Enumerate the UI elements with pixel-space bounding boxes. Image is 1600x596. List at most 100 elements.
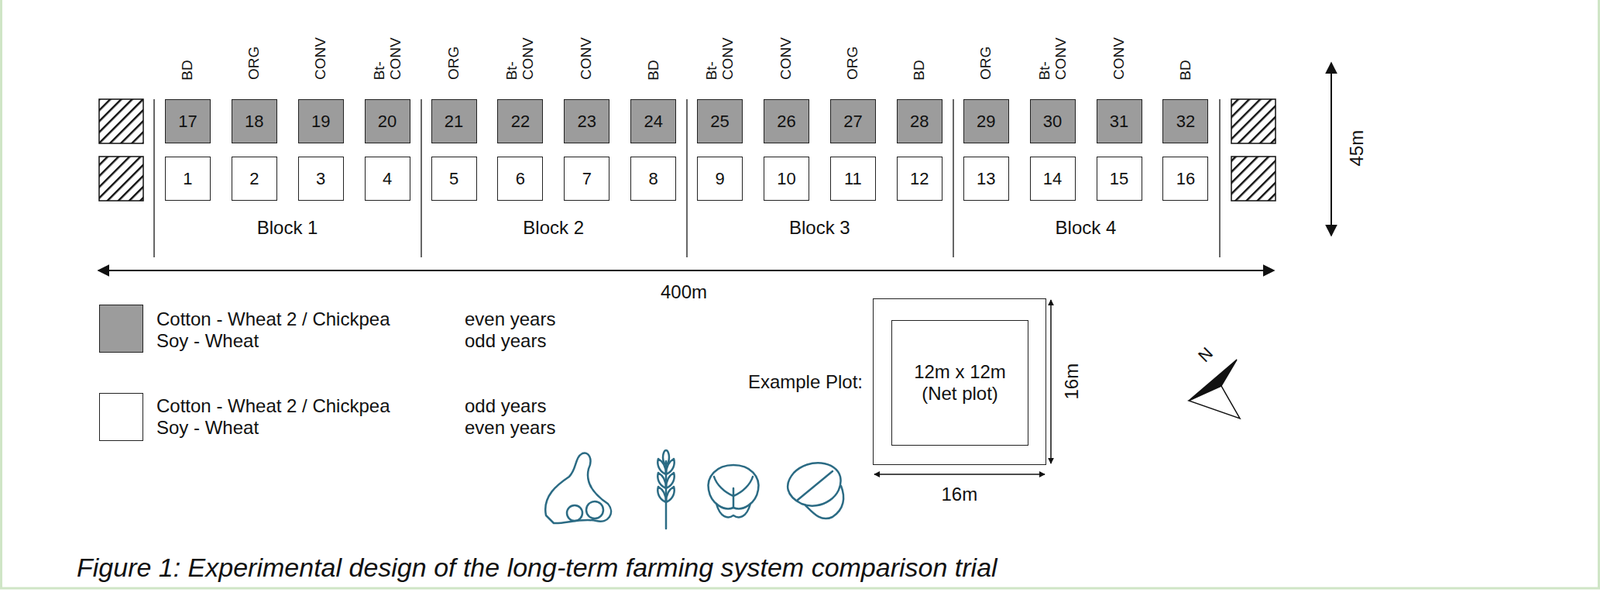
treatment-label: Bt- CONV [1036, 37, 1069, 80]
border-plot [1231, 99, 1276, 144]
leaf-icon [797, 470, 833, 500]
plot-number: 4 [382, 168, 392, 189]
treatment-label: CONV [778, 37, 795, 80]
plot-number: 31 [1109, 111, 1129, 131]
plot-number: 19 [311, 111, 330, 131]
plot-number: 21 [444, 111, 464, 131]
legend-years: even years [464, 309, 556, 330]
plot-number: 11 [844, 168, 862, 189]
plot-box: 2 [231, 156, 278, 201]
plot-number: 20 [377, 111, 397, 131]
border-plot [99, 156, 144, 201]
legend-swatch [99, 304, 144, 329]
plot-box: 24 [630, 99, 677, 144]
treatment-label: ORG [978, 46, 995, 80]
example-plot: 12m x 12m (Net plot)Example Plot: [872, 298, 1047, 465]
soy-icon [586, 501, 604, 519]
plot-number: 30 [1043, 111, 1062, 131]
dimension-arrow [874, 473, 1045, 475]
leaf-icon [805, 485, 844, 519]
dimension-label: 45m [1346, 130, 1367, 167]
plot-number: 5 [449, 168, 459, 189]
dimension-label: 400m [660, 281, 708, 303]
plot-box: 27 [830, 99, 876, 144]
plot-box: 14 [1030, 156, 1076, 201]
plot-number: 29 [976, 111, 996, 131]
plot-box: 5 [431, 156, 478, 201]
plot-box: 15 [1096, 156, 1143, 201]
plot-number: 23 [577, 111, 597, 131]
plot-number: 26 [776, 111, 796, 131]
plot-number: 22 [511, 111, 530, 131]
plot-box: 16 [1162, 156, 1209, 201]
plot-number: 10 [776, 168, 796, 189]
plot-number: 17 [178, 111, 197, 131]
plot-number: 8 [648, 168, 659, 189]
treatment-label: CONV [312, 37, 330, 80]
net-plot: 12m x 12m (Net plot) [891, 319, 1029, 446]
dimension-label: 16m [941, 484, 979, 505]
figure-caption: Figure 1: Experimental design of the lon… [76, 552, 998, 583]
legend-years: even years [464, 417, 556, 438]
cotton-icon [714, 476, 753, 508]
border-plot [1231, 156, 1276, 201]
treatment-label: BD [179, 59, 196, 80]
plot-box: 18 [231, 99, 278, 144]
crop-icons [545, 449, 844, 529]
plot-number: 14 [1043, 168, 1062, 189]
treatment-label: BD [645, 59, 662, 80]
plot-box: 23 [563, 99, 610, 144]
plot-box: 30 [1030, 99, 1076, 144]
soy-icon [545, 452, 612, 523]
block-separator [420, 99, 423, 258]
plot-box: 4 [364, 156, 411, 201]
treatment-label: CONV [1111, 37, 1128, 80]
legend-text: Soy - Wheat [156, 329, 259, 352]
plot-number: 7 [582, 168, 592, 189]
plot-box: 19 [298, 99, 344, 144]
plot-box: 6 [497, 156, 543, 201]
plot-box: 8 [630, 156, 677, 201]
border-plot [99, 99, 144, 144]
plot-number: 1 [182, 168, 193, 189]
treatment-label: ORG [446, 46, 463, 80]
north-arrow [1188, 385, 1240, 419]
plot-box: 1 [164, 156, 211, 201]
plot-number: 18 [244, 111, 264, 131]
plot-number: 15 [1109, 168, 1129, 189]
treatment-label: Bt- CONV [703, 37, 737, 80]
plot-number: 3 [315, 168, 326, 189]
plot-box: 31 [1096, 99, 1143, 144]
plot-box: 32 [1162, 99, 1209, 144]
block-label: Block 4 [1055, 217, 1117, 238]
plot-box: 21 [431, 99, 478, 144]
legend-text: Cotton - Wheat 2 / Chickpea [156, 308, 390, 330]
wheat-icon [662, 449, 670, 464]
plot-number: 28 [909, 111, 929, 131]
plot-number: 25 [710, 111, 729, 131]
plot-box: 29 [963, 99, 1010, 144]
plot-box: 17 [164, 99, 211, 144]
example-heading: Example Plot: [748, 370, 863, 393]
wheat-icon [657, 458, 674, 474]
plot-number: 32 [1176, 111, 1195, 131]
legend-years: odd years [464, 330, 546, 351]
plot-box: 25 [696, 99, 743, 144]
wheat-icon [657, 472, 674, 488]
block-separator [153, 99, 155, 258]
treatment-label: CONV [578, 37, 595, 80]
block-label: Block 1 [257, 217, 319, 238]
legend-text: Cotton - Wheat 2 / Chickpea [156, 394, 390, 417]
block-separator [1218, 99, 1221, 258]
plot-box: 20 [364, 99, 411, 144]
plot-number: 6 [515, 168, 526, 189]
plot-number: 27 [843, 111, 862, 131]
plot-number: 2 [249, 168, 259, 189]
plot-number: 24 [643, 111, 663, 131]
treatment-label: Bt- CONV [504, 37, 537, 80]
treatment-label: Bt- CONV [370, 37, 404, 80]
plot-number: 13 [976, 168, 996, 189]
